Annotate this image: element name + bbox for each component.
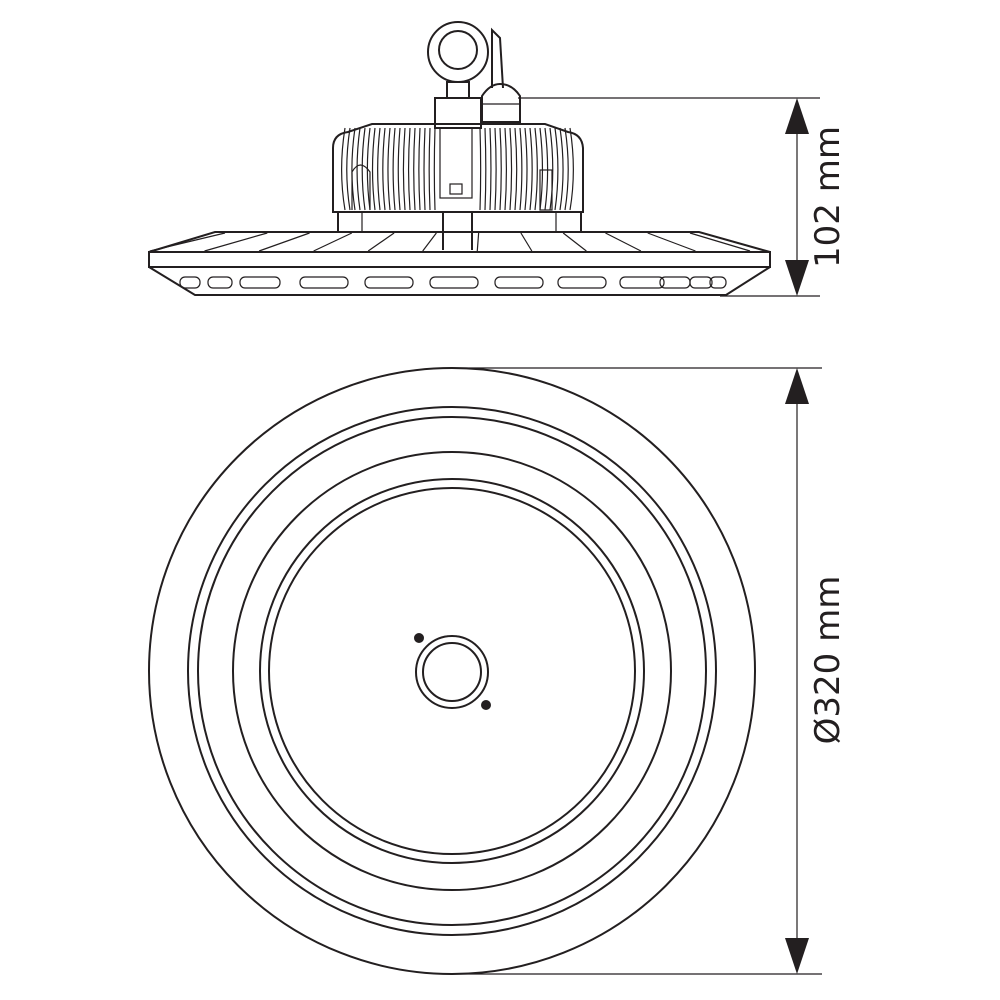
housing-rib — [258, 232, 310, 252]
cable-gland — [481, 27, 521, 123]
housing-rib — [689, 232, 751, 252]
housing-rib — [313, 232, 353, 252]
sensor — [415, 635, 489, 709]
heatsink-fin — [402, 127, 406, 211]
vent-slot — [709, 276, 727, 289]
heatsink-fin — [351, 127, 356, 211]
height-label: 102 mm — [808, 126, 848, 268]
heatsink-fin — [371, 127, 376, 211]
housing-rib — [422, 232, 437, 252]
vent-slot — [179, 276, 201, 289]
housing-rib — [149, 232, 226, 252]
vent-slot — [429, 276, 479, 289]
vent-slot — [689, 276, 713, 289]
heatsink-fin — [361, 127, 366, 211]
heatsink-fin — [549, 127, 554, 211]
heatsink-fin — [346, 127, 351, 211]
vent-slot — [299, 276, 349, 289]
arrow-down-icon — [785, 260, 809, 296]
heatsink-fin — [423, 127, 426, 211]
heatsink-fin — [509, 127, 513, 211]
diameter-dimension — [452, 367, 822, 975]
heatsink-fin — [544, 127, 549, 211]
vent-slot — [239, 276, 281, 289]
heatsink-fin — [569, 127, 574, 211]
heatsink-fin — [504, 127, 508, 211]
housing-rib — [476, 232, 480, 252]
heatsink-fin — [479, 127, 482, 211]
eye-bolt — [427, 21, 489, 99]
vent-slot — [364, 276, 414, 289]
heatsink-fin — [382, 127, 386, 211]
heatsink-fin — [397, 127, 401, 211]
heatsink-fin — [413, 127, 416, 211]
heatsink-fin — [534, 127, 538, 211]
disk-housing — [148, 231, 771, 296]
heatsink — [332, 123, 584, 213]
heatsink-fin — [484, 127, 487, 211]
housing-rib — [520, 232, 533, 252]
heatsink-fin — [433, 127, 436, 211]
heatsink-fin — [407, 127, 411, 211]
diameter-label: Ø320 mm — [808, 575, 848, 745]
arrow-up-icon — [785, 368, 809, 404]
heatsink-fin — [554, 127, 559, 211]
heatsink-fin — [564, 127, 569, 211]
heatsink-fin — [428, 127, 431, 211]
housing-rib — [562, 232, 587, 252]
height-dimension — [518, 97, 820, 297]
heatsink-fin — [341, 127, 346, 211]
vent-slot — [207, 276, 233, 289]
vent-slot — [494, 276, 544, 289]
heatsink-fin — [418, 127, 421, 211]
vent-slot — [557, 276, 607, 289]
heatsink-fin — [494, 127, 497, 211]
heatsink-fin — [559, 127, 564, 211]
housing-rib — [647, 232, 696, 252]
bottom-view — [148, 367, 822, 975]
heatsink-fin — [519, 127, 523, 211]
arrow-down-icon — [785, 938, 809, 974]
heatsink-fin — [489, 127, 492, 211]
housing-rib — [605, 232, 642, 252]
arrow-up-icon — [785, 98, 809, 134]
housing-rib — [204, 232, 268, 252]
heatsink-fin — [524, 127, 528, 211]
housing-rib — [367, 232, 395, 252]
heatsink-fin — [356, 127, 361, 211]
heatsink-fin — [392, 127, 396, 211]
heatsink-fin — [514, 127, 518, 211]
heatsink-fin — [499, 127, 502, 211]
vent-slot — [619, 276, 665, 289]
heatsink-fin — [377, 127, 381, 211]
screw-icon — [481, 700, 491, 710]
heatsink-fin — [529, 127, 533, 211]
side-view — [148, 21, 820, 297]
screw-icon — [414, 633, 424, 643]
heatsink-fin — [387, 127, 391, 211]
